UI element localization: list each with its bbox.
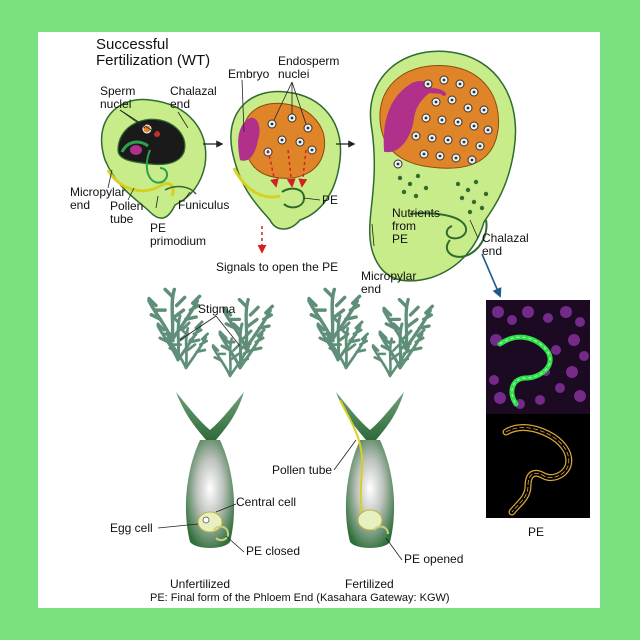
label-pollen-tube-top: Pollen tube <box>110 199 144 226</box>
label-chalazal-end-top: Chalazal end <box>170 84 217 111</box>
ovule-stage-1 <box>100 98 207 219</box>
label-pe-micrograph: PE <box>528 525 545 539</box>
label-chalazal-end-right: Chalazal end <box>482 231 529 258</box>
label-endosperm-nuclei: Endosperm nuclei <box>278 54 340 81</box>
footnote: PE: Final form of the Phloem End (Kasaha… <box>150 592 450 604</box>
label-egg-cell: Egg cell <box>110 521 153 535</box>
label-embryo: Embryo <box>228 67 270 81</box>
ovule-stage-3 <box>369 50 517 282</box>
arrow-to-micrograph <box>481 253 502 298</box>
title-line-1: Successful <box>96 36 169 53</box>
label-nutrients-from-pe: Nutrients from PE <box>392 206 441 246</box>
label-fertilized: Fertilized <box>345 577 394 591</box>
label-pe-mid: PE <box>322 193 339 207</box>
label-micropylar-end-left: Micropylar end <box>70 185 126 212</box>
ovule-stage-2 <box>230 90 342 254</box>
label-central-cell: Central cell <box>236 495 297 509</box>
pistil-unfertilized <box>147 287 275 548</box>
figure-title: Successful Fertilization (WT) <box>96 37 210 69</box>
pistil-fertilized <box>307 287 435 548</box>
label-pe-opened: PE opened <box>404 552 464 566</box>
label-pe-primodium: PE primodium <box>150 221 207 248</box>
label-signals: Signals to open the PE <box>216 260 339 274</box>
label-stigma: Stigma <box>198 302 236 316</box>
label-funiculus: Funiculus <box>178 198 230 212</box>
pe-micrograph <box>486 300 590 518</box>
label-sperm-nuclei: Sperm nuclei <box>100 84 136 111</box>
label-unfertilized: Unfertilized <box>170 577 231 591</box>
label-pollen-tube-bottom: Pollen tube <box>272 463 333 477</box>
label-micropylar-end-right: Micropylar end <box>361 269 417 296</box>
label-pe-closed: PE closed <box>246 544 301 558</box>
title-line-2: Fertilization (WT) <box>96 52 211 69</box>
